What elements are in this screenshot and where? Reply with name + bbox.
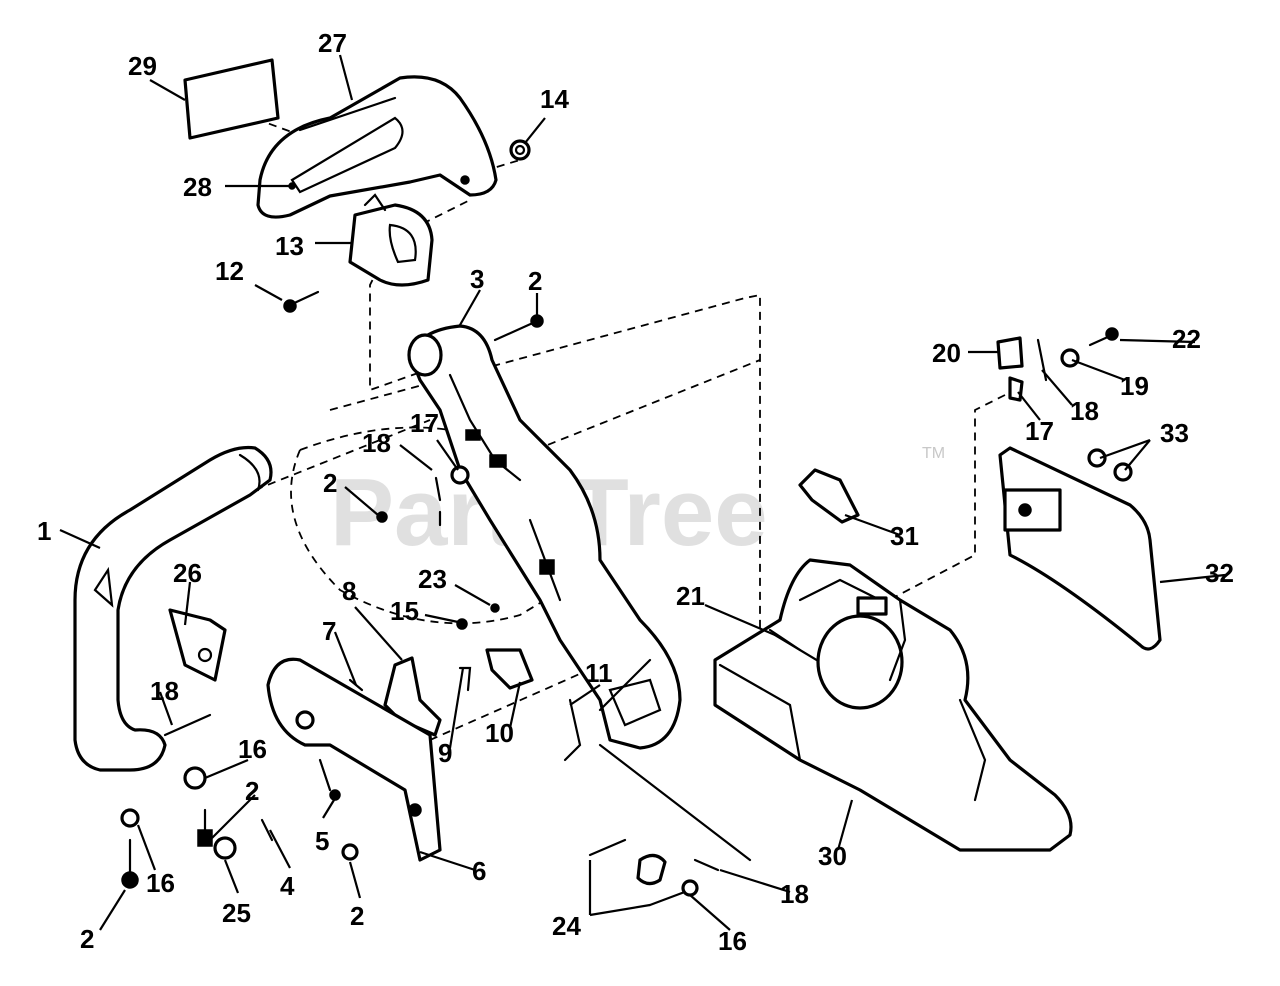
part-16-washer-left <box>120 808 140 828</box>
part-30-engine-housing <box>713 558 1073 852</box>
callout-19: 19 <box>1120 371 1149 401</box>
part-21-leader-target <box>768 628 802 652</box>
callout-12: 12 <box>215 256 244 286</box>
part-26-bracket <box>168 608 227 682</box>
part-10-lever <box>485 648 534 690</box>
callout-17-mid: 17 <box>410 408 439 438</box>
part-spring-lower <box>636 853 667 886</box>
part-25-cap <box>213 836 237 860</box>
callout-2-bottom: 2 <box>350 901 364 931</box>
callout-22: 22 <box>1172 324 1201 354</box>
callout-18-right: 18 <box>1070 396 1099 426</box>
callout-16-left: 16 <box>238 734 267 764</box>
callout-33: 33 <box>1160 418 1189 448</box>
part-18-spring-lower-left <box>163 713 212 737</box>
callout-14: 14 <box>540 84 569 114</box>
callout-6: 6 <box>472 856 486 886</box>
part-2-screw-left <box>121 838 139 889</box>
part-23-washer <box>490 603 500 613</box>
leader-lines <box>59 54 1226 931</box>
part-4-spring <box>260 818 274 842</box>
watermark-trademark: TM <box>922 445 945 462</box>
part-16-bushing-left <box>183 766 207 790</box>
part-29-decal <box>183 58 280 140</box>
callout-3: 3 <box>470 264 484 294</box>
callout-18-left: 18 <box>150 676 179 706</box>
callout-18-bottom: 18 <box>780 879 809 909</box>
callout-25: 25 <box>222 898 251 928</box>
part-33-nut-a <box>1087 448 1107 468</box>
callout-23: 23 <box>418 564 447 594</box>
part-16-washer-lower <box>681 879 699 897</box>
part-1-front-handle <box>73 445 273 772</box>
callout-2-left-mid: 2 <box>245 776 259 806</box>
callout-15: 15 <box>390 596 419 626</box>
callout-17-right: 17 <box>1025 416 1054 446</box>
callout-2-upper: 2 <box>528 266 542 296</box>
callout-1: 1 <box>37 516 51 546</box>
callout-16-bottom: 16 <box>718 926 747 956</box>
callout-7: 7 <box>322 616 336 646</box>
part-18-spring-lower <box>693 858 720 872</box>
callout-5: 5 <box>315 826 329 856</box>
callout-2-mid: 2 <box>323 468 337 498</box>
callout-10: 10 <box>485 718 514 748</box>
part-11-link <box>563 698 582 762</box>
part-15-screw <box>456 618 468 630</box>
callout-8: 8 <box>342 576 356 606</box>
callout-26: 26 <box>173 558 202 588</box>
callout-11: 11 <box>585 658 613 688</box>
callout-18-mid: 18 <box>362 428 391 458</box>
part-2-screw-mid <box>197 808 213 847</box>
callout-24: 24 <box>552 911 581 941</box>
part-22-screw-right <box>1088 327 1119 347</box>
part-9-pin <box>458 666 472 692</box>
part-5-pin <box>329 789 341 801</box>
callout-29: 29 <box>128 51 157 81</box>
callout-30: 30 <box>818 841 847 871</box>
callout-4: 4 <box>280 871 295 901</box>
callout-27: 27 <box>318 28 347 58</box>
part-20-damper <box>996 336 1024 370</box>
callout-labels: 29 27 14 28 13 12 3 2 20 22 19 18 17 33 … <box>37 28 1234 956</box>
part-32-sprocket-cover <box>998 446 1162 651</box>
part-31-lever <box>798 468 860 524</box>
part-18-spring-mid <box>434 476 442 527</box>
callout-20: 20 <box>932 338 961 368</box>
part-12-screw <box>283 290 320 313</box>
callout-31: 31 <box>890 521 919 551</box>
callout-28: 28 <box>183 172 212 202</box>
part-2-screw-lower <box>341 843 359 861</box>
part-27-handle-shield <box>256 75 498 219</box>
part-17-nut-mid <box>450 465 470 485</box>
callout-32: 32 <box>1205 558 1234 588</box>
part-14-nut <box>509 139 531 161</box>
part-6-plate <box>266 657 442 862</box>
part-2-screw-upper <box>493 314 544 342</box>
callout-16-bottom-left: 16 <box>146 868 175 898</box>
callout-9: 9 <box>438 738 452 768</box>
part-17-washer-right <box>1008 376 1024 402</box>
callout-13: 13 <box>275 231 304 261</box>
part-19-nut-right <box>1060 348 1080 368</box>
callout-21: 21 <box>676 581 705 611</box>
callout-2-bottom-left: 2 <box>80 924 94 954</box>
